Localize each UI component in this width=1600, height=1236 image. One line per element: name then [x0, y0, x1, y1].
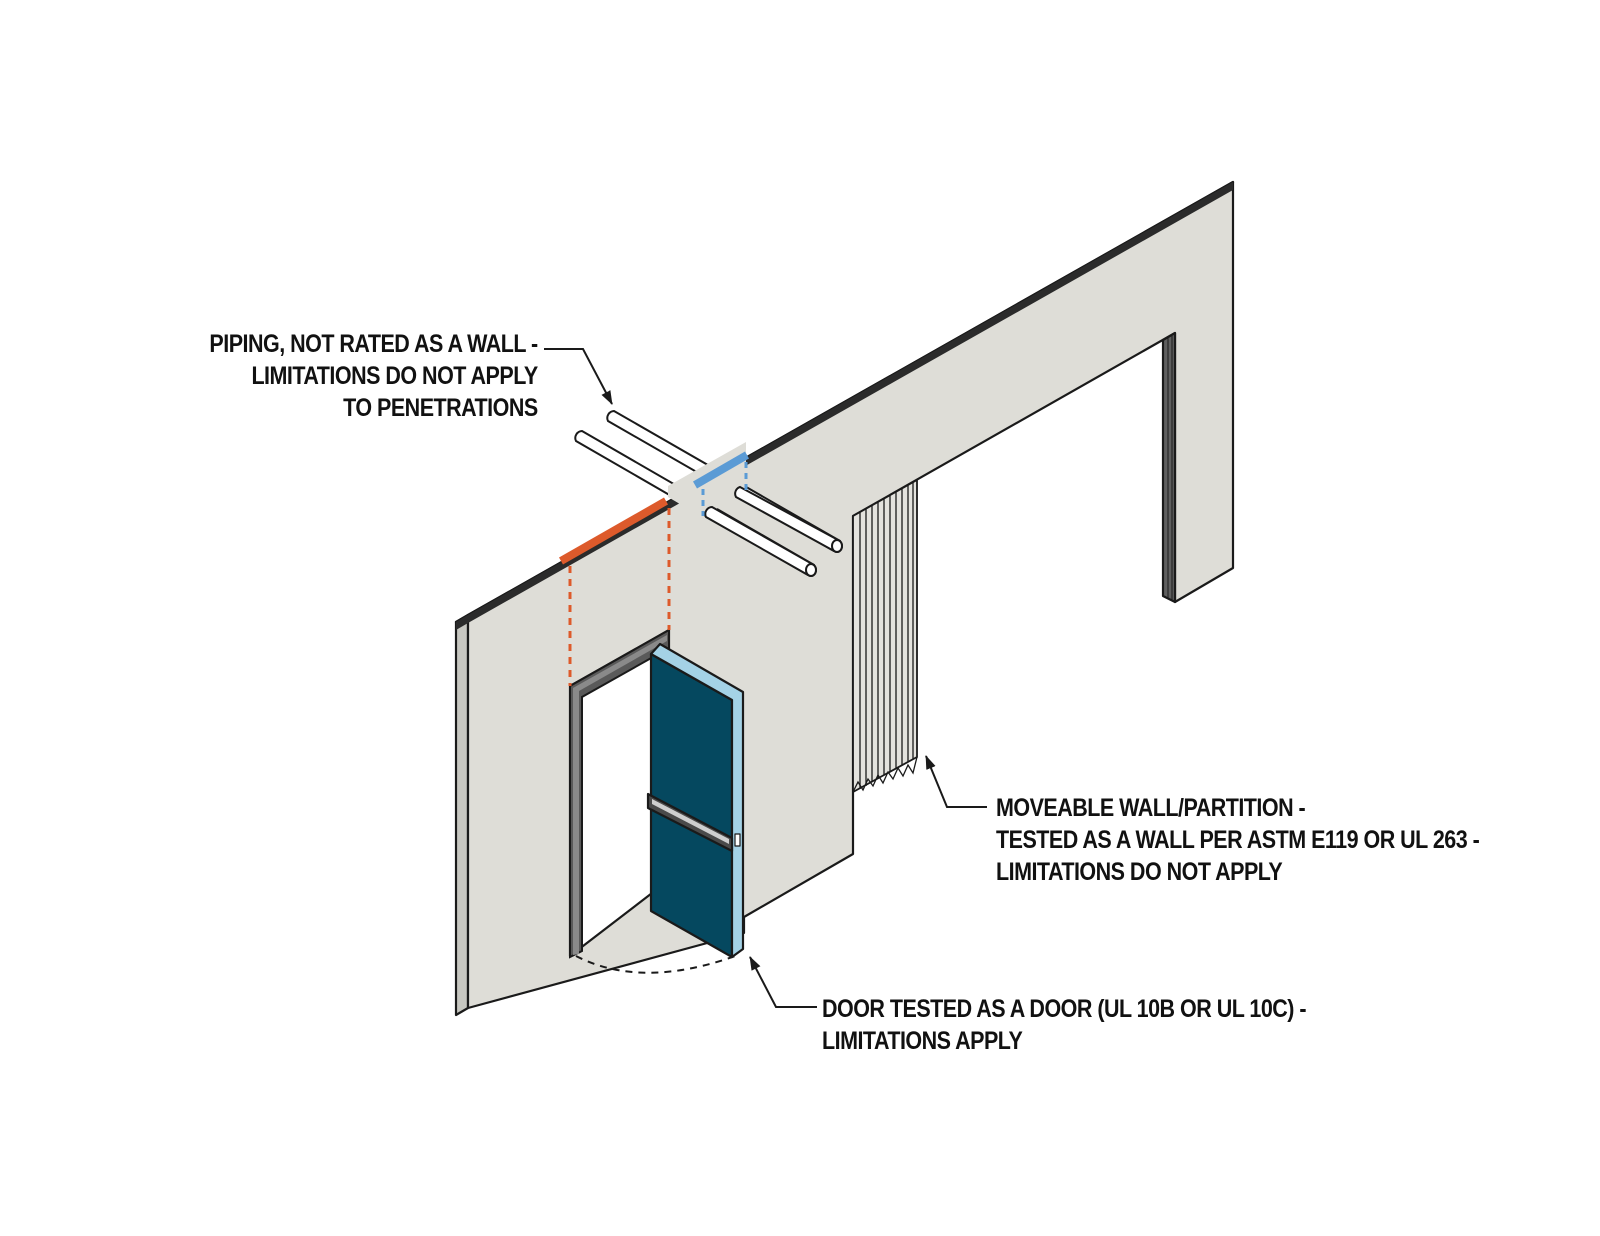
moveable-wall-callout-line: TESTED AS A WALL PER ASTM E119 OR UL 263… — [996, 826, 1480, 854]
piping-callout-line: LIMITATIONS DO NOT APPLY — [251, 362, 539, 390]
door-edge — [649, 642, 745, 959]
door-opening-marker — [559, 497, 671, 686]
moveable-partition — [852, 478, 918, 794]
door-callout-line: DOOR TESTED AS A DOOR (UL 10B OR UL 10C)… — [822, 995, 1307, 1023]
moveable-wall-callout-line: LIMITATIONS DO NOT APPLY — [996, 858, 1283, 886]
door-swing-arc — [575, 954, 739, 974]
wall-end-face — [454, 613, 470, 1017]
piping-callout-line: TO PENETRATIONS — [343, 394, 538, 422]
moveable-wall-callout: MOVEABLE WALL/PARTITION - TESTED AS A WA… — [996, 792, 1480, 888]
door-latch — [734, 833, 741, 847]
door-leader — [749, 956, 817, 1008]
opening-jamb — [1161, 331, 1177, 604]
piping-callout: PIPING, NOT RATED AS A WALL - LIMITATION… — [209, 328, 539, 424]
piping-leader — [544, 348, 613, 405]
door-callout-line: LIMITATIONS APPLY — [822, 1027, 1023, 1055]
moveable-wall-callout-line: MOVEABLE WALL/PARTITION - — [996, 794, 1306, 822]
piping-callout-line: PIPING, NOT RATED AS A WALL - — [209, 330, 539, 358]
door-callout: DOOR TESTED AS A DOOR (UL 10B OR UL 10C)… — [822, 993, 1307, 1057]
moveable-leader — [925, 755, 987, 808]
piping-marker — [693, 451, 749, 516]
door-leaf — [646, 642, 745, 959]
